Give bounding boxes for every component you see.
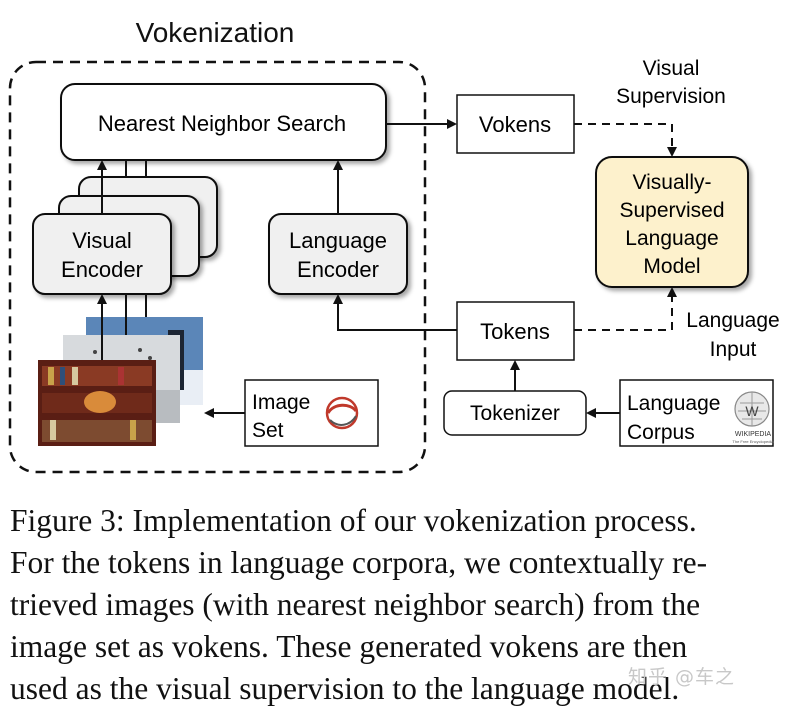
tokens-label: Tokens (480, 319, 550, 344)
vslm-label-2: Supervised (619, 199, 724, 222)
image-set-label-2: Set (252, 419, 284, 442)
wikipedia-globe-icon: W (734, 391, 770, 427)
image-set-label-1: Image (252, 391, 310, 414)
visual-supervision-label-2: Supervision (616, 85, 726, 108)
visual-encoder-label-1: Visual (72, 228, 132, 253)
arrow-tokens-to-language-encoder (333, 294, 457, 331)
visual-encoder-box (32, 213, 172, 295)
arrow-vokens-to-vslm (574, 123, 677, 157)
visual-supervision-label-1: Visual (643, 57, 700, 80)
image-set-box (244, 379, 379, 447)
language-encoder-label-2: Encoder (297, 257, 379, 282)
vslm-label-4: Model (643, 255, 700, 278)
language-encoder-label-1: Language (289, 228, 387, 253)
nearest-neighbor-box (60, 83, 387, 161)
caption-line-3: trieved images (with nearest neighbor se… (10, 587, 701, 622)
visual-encoder-label-2: Encoder (61, 257, 143, 282)
wikipedia-tagline: The Free Encyclopedia (732, 439, 774, 444)
vokens-box (456, 94, 575, 154)
language-input-label-1: Language (686, 309, 779, 332)
vokenization-title: Vokenization (136, 17, 295, 48)
language-input-label-2: Input (710, 338, 757, 361)
figure-caption: Figure 3: Implementation of our vokeniza… (10, 500, 800, 710)
watermark: 知乎 @车之 (628, 666, 736, 688)
language-corpus-label-1: Language (627, 392, 720, 415)
caption-line-2: For the tokens in language corpora, we c… (10, 545, 708, 580)
wikipedia-wordmark: WIKIPEDIA (735, 431, 772, 438)
caption-line-1: Figure 3: Implementation of our vokeniza… (10, 503, 697, 538)
vslm-label-3: Language (625, 227, 718, 250)
image-stack (38, 317, 203, 446)
caption-line-4: image set as vokens. These generated vok… (10, 629, 688, 664)
vslm-label-1: Visually- (633, 171, 712, 194)
language-corpus-label-2: Corpus (627, 421, 695, 444)
vokens-label: Vokens (479, 112, 551, 137)
language-encoder-box (268, 213, 408, 295)
caption-line-5: used as the visual supervision to the la… (10, 671, 680, 706)
image-set-logo-icon (325, 396, 359, 430)
vokenization-group-border (8, 60, 427, 474)
arrow-tokens-to-vslm (574, 287, 677, 331)
svg-text:W: W (745, 403, 759, 419)
nearest-neighbor-label: Nearest Neighbor Search (98, 111, 346, 136)
tokenizer-label: Tokenizer (470, 402, 560, 425)
